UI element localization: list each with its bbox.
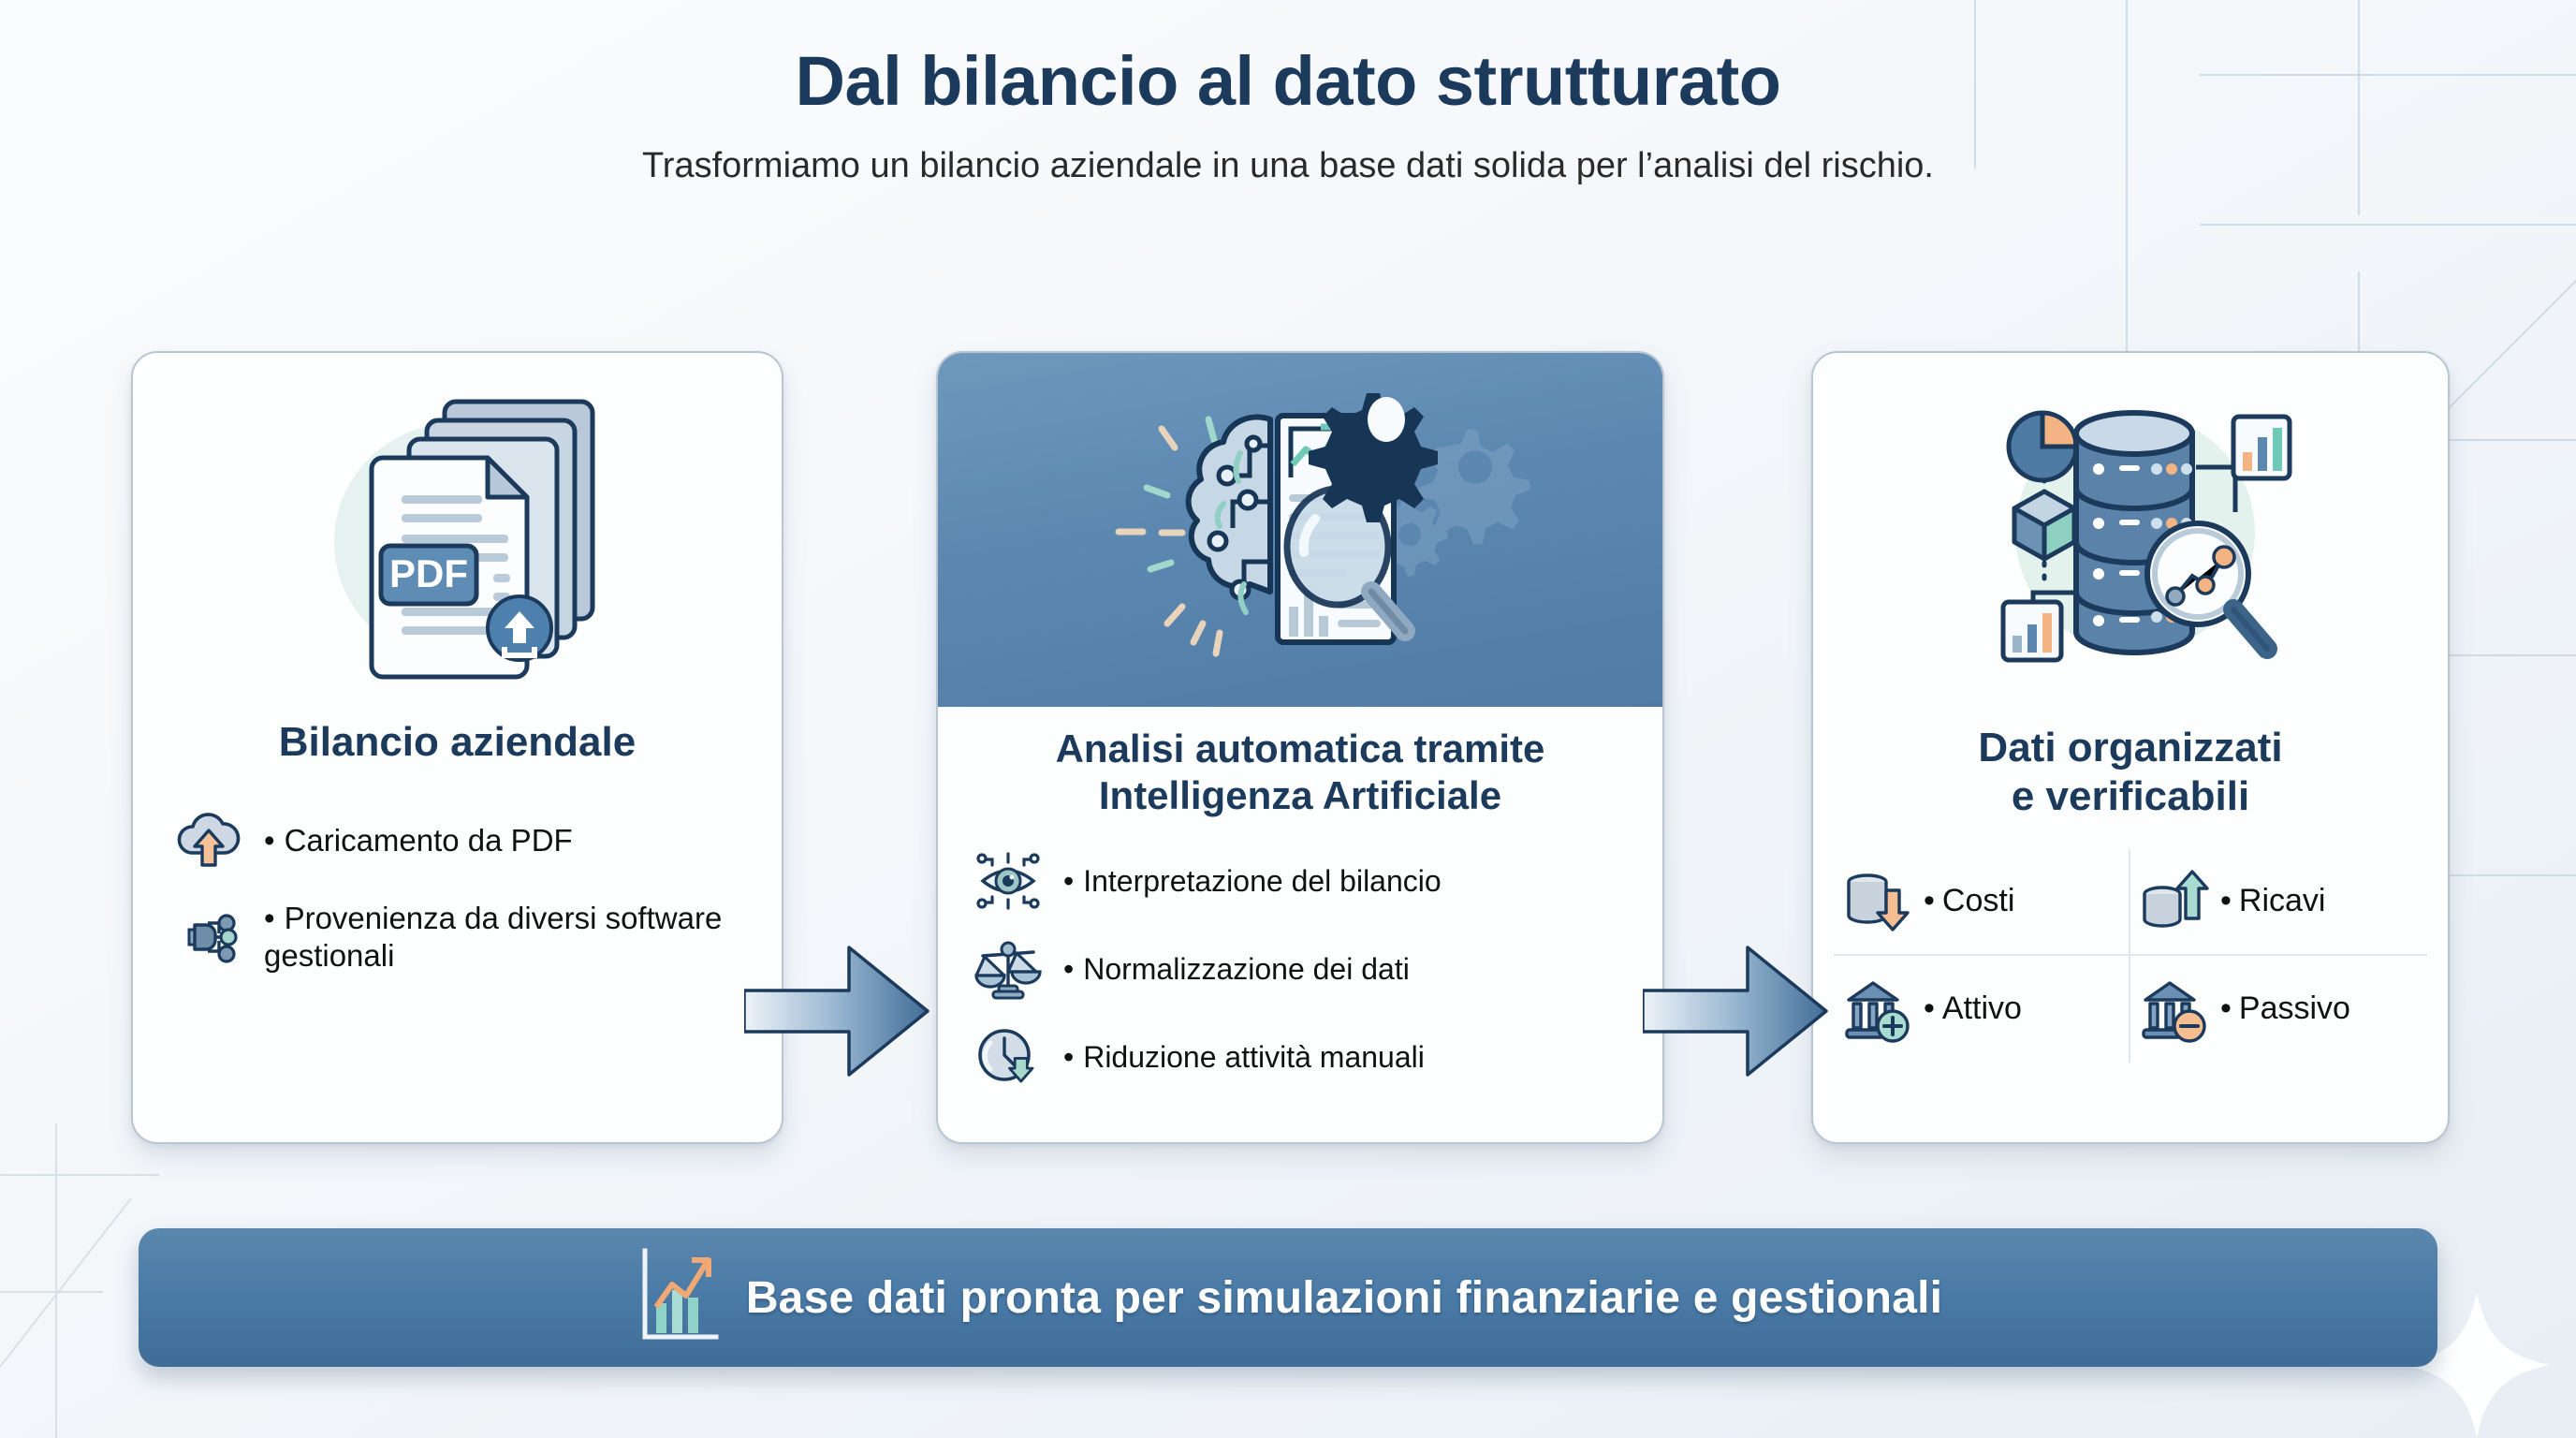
- plug-connector-icon: [174, 902, 243, 972]
- metric-label: •Passivo: [2220, 990, 2350, 1027]
- card-title: Dati organizzati e verificabili: [1963, 724, 2297, 821]
- svg-text:PDF: PDF: [389, 551, 468, 595]
- card-title: Analisi automatica tramite Intelligenza …: [1041, 726, 1560, 818]
- card-title-line-1: Analisi automatica tramite: [1055, 726, 1545, 770]
- balance-scales-icon: [973, 934, 1043, 1004]
- pdf-document-stack-upload-icon: PDF: [133, 353, 782, 707]
- bullet-item: •Caricamento da PDF: [174, 806, 740, 875]
- bank-plus-icon: [1841, 974, 1912, 1045]
- bullet-item: •Provenienza da diversi software gestion…: [174, 900, 740, 976]
- arrow-right-icon: [742, 946, 929, 1077]
- card-bilancio-aziendale[interactable]: PDF Bilancio aziendale: [131, 351, 783, 1144]
- banner-text: Base dati pronta per simulazioni finanzi…: [745, 1272, 1943, 1323]
- bar-chart-trend-up-icon: [634, 1245, 720, 1351]
- metrics-grid: •Costi •Ri: [1813, 848, 2448, 1063]
- metric-costi[interactable]: •Costi: [1834, 848, 2130, 956]
- bullet-text: •Caricamento da PDF: [264, 822, 573, 858]
- cards-row: PDF Bilancio aziendale: [0, 351, 2576, 1147]
- card-title: Bilancio aziendale: [278, 719, 637, 765]
- page-subtitle: Trasformiamo un bilancio aziendale in un…: [641, 145, 1934, 185]
- cloud-upload-icon: [174, 806, 243, 875]
- metric-label: •Attivo: [1924, 990, 2022, 1027]
- bullet-text: •Interpretazione del bilancio: [1063, 863, 1442, 898]
- metric-label: •Costi: [1924, 883, 2015, 919]
- card-analisi-automatica-ai[interactable]: Analisi automatica tramite Intelligenza …: [936, 351, 1664, 1144]
- clock-down-arrow-icon: [973, 1022, 1043, 1092]
- flow-arrow-1: [742, 936, 931, 1091]
- arrow-right-icon: [1641, 946, 1828, 1077]
- metric-ricavi[interactable]: •Ricavi: [2130, 849, 2427, 956]
- metric-attivo[interactable]: •Attivo: [1834, 955, 2130, 1063]
- page-header: Dal bilancio al dato strutturato Trasfor…: [0, 0, 2576, 186]
- card-title-line-2: e verificabili: [2011, 772, 2250, 819]
- flow-arrow-2: [1641, 936, 1830, 1091]
- bullet-item: •Normalizzazione dei dati: [973, 934, 1627, 1004]
- bank-minus-icon: [2138, 974, 2209, 1045]
- coins-up-arrow-icon: [2138, 866, 2209, 937]
- bullet-list: •Interpretazione del bilancio: [938, 846, 1662, 1110]
- bullet-item: •Interpretazione del bilancio: [973, 846, 1627, 916]
- bullet-text: •Normalizzazione dei dati: [1063, 951, 1410, 986]
- card-title-line-2: Intelligenza Artificiale: [1098, 772, 1502, 817]
- card-title-line-1: Dati organizzati: [1978, 725, 2283, 770]
- bullet-text: •Provenienza da diversi software gestion…: [264, 900, 723, 974]
- metric-label: •Ricavi: [2220, 883, 2326, 919]
- coins-down-arrow-icon: [1841, 866, 1912, 937]
- card-dati-organizzati[interactable]: Dati organizzati e verificabili: [1811, 351, 2450, 1144]
- database-charts-magnifier-icon: [1813, 353, 2448, 707]
- page-title: Dal bilancio al dato strutturato: [795, 42, 1782, 120]
- bullet-list: •Caricamento da PDF: [133, 806, 782, 1000]
- bottom-banner[interactable]: Base dati pronta per simulazioni finanzi…: [139, 1228, 2437, 1367]
- metric-passivo[interactable]: •Passivo: [2130, 956, 2427, 1063]
- eye-scan-icon: [973, 846, 1043, 916]
- bullet-item: •Riduzione attività manuali: [973, 1022, 1627, 1092]
- ai-brain-document-magnifier-gears-icon: [938, 353, 1662, 707]
- bullet-text: •Riduzione attività manuali: [1063, 1039, 1425, 1074]
